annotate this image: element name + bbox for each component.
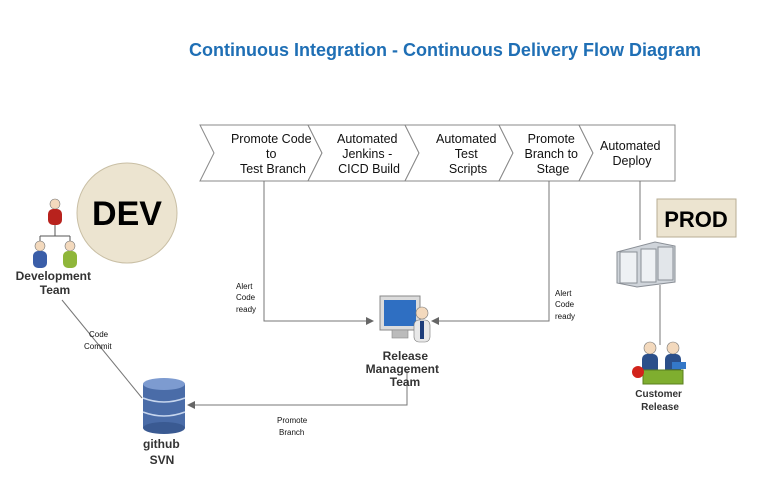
prod-label: PROD [664,207,728,232]
pipeline-step-5-shape [578,124,676,182]
release-team-label: Release Management Team [366,349,443,389]
customer-label: Customer Release [635,389,684,413]
edge-label-alert-right: Alert Code ready [555,289,576,321]
pipeline-step-1-label: Promote Code to Test Branch [231,132,315,176]
edge-label-alert-left: Alert Code ready [236,282,257,314]
edge-label-code-commit: Code Commit [84,330,112,351]
monitor-person-icon [379,295,431,343]
edge-alert-left [263,181,374,325]
server-icon [616,241,676,288]
database-icon [142,378,186,434]
diagram-title: Continuous Integration - Continuous Deli… [188,40,701,60]
edge-label-promote-branch: Promote Branch [277,416,309,437]
edge-alert-right [431,181,550,325]
hierarchy-people-icon [33,198,77,268]
edge-code-commit [61,299,143,399]
dev-label: DEV [92,195,162,233]
pipeline-step-3-label: Automated Test Scripts [436,132,500,176]
pipeline-step-2-label: Automated Jenkins - CICD Build [337,132,401,176]
pipeline: Promote Code to Test Branch Automated Je… [199,124,676,182]
dev-badge: DEV [76,162,178,264]
repo-label: github SVN [143,437,183,467]
prod-badge: PROD [656,198,737,238]
customer-group-icon [632,341,686,385]
pipeline-step-4-label: Promote Branch to Stage [525,132,582,176]
pipeline-step-5-label: Automated Deploy [600,139,664,168]
dev-team-label: Development Team [16,269,95,297]
connectors [61,181,661,409]
edge-promote-branch [187,370,408,409]
